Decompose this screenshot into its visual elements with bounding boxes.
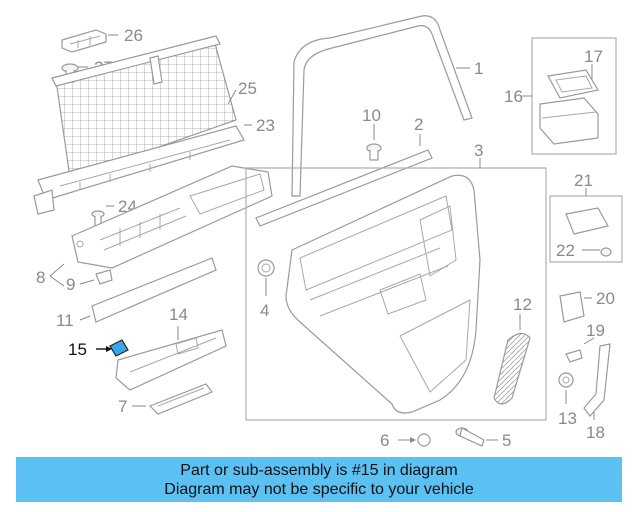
part-21-22-switch-group: 21 22	[549, 171, 623, 263]
callout-14: 14	[169, 305, 188, 324]
callout-1: 1	[474, 59, 483, 78]
callout-3: 3	[474, 141, 483, 160]
info-banner: Part or sub-assembly is #15 in diagram D…	[16, 457, 622, 502]
part-10-bolt: 10	[362, 106, 382, 161]
part-15-highlighted-clip: 15	[68, 339, 129, 359]
callout-10: 10	[362, 106, 381, 125]
banner-line-2: Diagram may not be specific to your vehi…	[164, 480, 474, 498]
part-26-clip: 26	[61, 26, 143, 53]
part-1-frame-seal: 1	[291, 15, 483, 197]
callout-15: 15	[68, 340, 87, 359]
callout-22: 22	[556, 241, 575, 260]
callout-19: 19	[586, 321, 605, 340]
part-12-speaker-grille: 12	[493, 295, 532, 405]
part-6-clip: 6	[380, 431, 431, 450]
part-7-pull-cup: 7	[118, 383, 213, 416]
part-25-sunshade: 25	[51, 35, 257, 179]
part-2-belt-molding: 2	[255, 115, 433, 227]
part-14-armrest: 14	[115, 305, 227, 391]
parts-diagram: 26 27 25 23 24 8	[33, 15, 623, 450]
banner-line-1: Part or sub-assembly is #15 in diagram	[180, 461, 458, 479]
callout-20: 20	[596, 289, 615, 308]
callout-7: 7	[118, 397, 127, 416]
callout-18: 18	[586, 423, 605, 442]
callout-4: 4	[260, 301, 269, 320]
callout-25: 25	[238, 79, 257, 98]
part-23-rail: 23	[33, 116, 275, 215]
part-16-17-switch-group: 16 17	[504, 37, 617, 155]
part-11-strip: 11	[56, 257, 217, 330]
callout-21: 21	[574, 171, 593, 190]
part-18-trim-strip: 18	[583, 343, 611, 442]
part-19-clip: 19	[565, 321, 605, 363]
callout-11: 11	[56, 311, 74, 330]
part-4-grommet: 4	[257, 259, 275, 320]
callout-2: 2	[414, 115, 423, 134]
callout-17: 17	[584, 47, 603, 66]
callout-6: 6	[380, 431, 389, 450]
part-8-upper-trim: 8	[36, 165, 273, 287]
callout-23: 23	[256, 116, 275, 135]
callout-26: 26	[124, 26, 143, 45]
part-13-cap: 13	[558, 372, 577, 428]
callout-8: 8	[36, 268, 45, 287]
part-20-latch: 20	[559, 289, 615, 323]
callout-5: 5	[502, 431, 511, 450]
part-3-door-panel-group: 3	[245, 141, 547, 421]
callout-16: 16	[504, 87, 523, 106]
callout-13: 13	[558, 409, 577, 428]
callout-9: 9	[66, 275, 75, 294]
callout-12: 12	[513, 295, 532, 314]
part-9-clip: 9	[66, 269, 113, 294]
part-5-screw: 5	[455, 427, 511, 450]
